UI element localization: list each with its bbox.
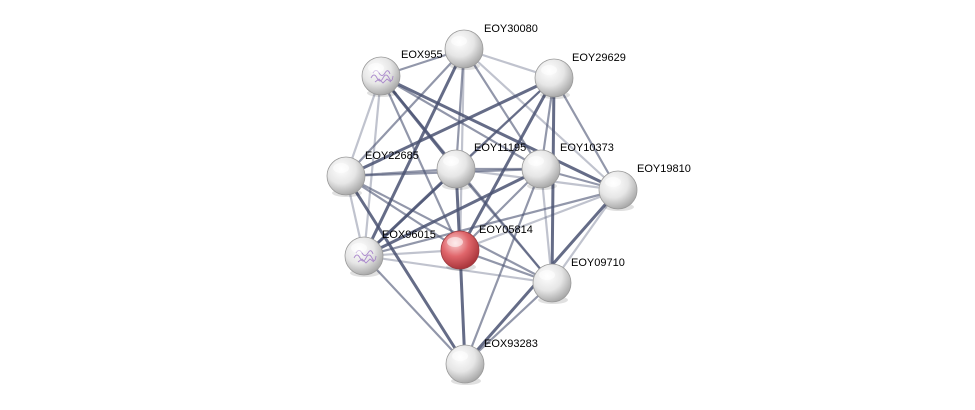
edge-eoy09710-eox93283 [463, 281, 554, 366]
node-sphere [436, 149, 476, 189]
edge-eoy30080-eox96015 [362, 47, 466, 258]
edge-eoy11195-eoy30080 [454, 47, 466, 171]
node-eoy29629[interactable]: EOY29629 [534, 52, 626, 99]
edge-eox955-eoy10373 [379, 74, 543, 171]
node-eox93283[interactable]: EOX93283 [445, 338, 538, 385]
node-sphere [534, 58, 574, 98]
edge-eox96015-eox93283 [362, 254, 467, 366]
node-sphere [532, 263, 572, 303]
edge-eoy19810-eox96015 [362, 188, 620, 258]
node-sphere [521, 149, 561, 189]
node-sphere [326, 156, 366, 196]
node-gloss [605, 177, 621, 187]
node-eox96015[interactable]: EOX96015 [344, 229, 436, 277]
edge-eoy30080-eoy10373 [462, 47, 543, 171]
node-eoy19810[interactable]: EOY19810 [598, 163, 691, 211]
node-gloss [539, 270, 555, 280]
edge-eox955-eox96015 [362, 74, 383, 258]
node-gloss [443, 156, 459, 166]
edge-eoy10373-eox96015 [362, 167, 543, 258]
node-label: EOX93283 [484, 338, 538, 350]
edge-eoy05814-eoy29629 [458, 76, 556, 252]
node-gloss [351, 243, 367, 253]
node-eoy10373[interactable]: EOY10373 [521, 142, 614, 190]
node-eoy30080[interactable]: EOY30080 [444, 23, 538, 70]
node-sphere [444, 29, 484, 69]
node-sphere [344, 236, 384, 276]
edge-eoy05814-eoy22685 [344, 174, 462, 252]
node-eoy09710[interactable]: EOY09710 [532, 257, 625, 304]
edge-eoy22685-eoy29629 [344, 76, 556, 178]
node-label: EOY19810 [637, 163, 691, 175]
edge-eoy30080-eoy19810 [462, 47, 620, 192]
node-gloss [541, 65, 557, 75]
node-eoy05814[interactable]: EOY05814 [440, 224, 533, 271]
node-sphere [445, 344, 485, 384]
node-gloss [368, 63, 384, 73]
node-gloss [452, 351, 468, 361]
edge-eoy22685-eox93283 [344, 174, 467, 366]
node-label: EOY29629 [572, 52, 626, 64]
edge-eoy05814-eox955 [379, 74, 462, 252]
node-label: EOY11195 [474, 142, 526, 154]
node-label: EOX955 [401, 49, 443, 61]
node-eoy22685[interactable]: EOY22685 [326, 150, 419, 197]
edge-eoy22685-eoy09710 [344, 174, 554, 285]
node-label: EOY05814 [479, 224, 533, 236]
node-label: EOY10373 [560, 142, 614, 154]
node-gloss [333, 163, 349, 173]
node-label: EOY09710 [571, 257, 625, 269]
node-gloss [447, 237, 463, 247]
edge-eoy22685-eoy30080 [344, 47, 466, 178]
node-label: EOY22685 [365, 150, 419, 162]
edge-eoy29629-eoy19810 [552, 76, 620, 192]
node-sphere [598, 170, 638, 210]
node-gloss [451, 36, 467, 46]
node-label: EOX96015 [382, 229, 436, 241]
node-sphere [440, 230, 480, 270]
node-gloss [528, 156, 544, 166]
edge-eox955-eoy19810 [379, 74, 620, 192]
node-eox955[interactable]: EOX955 [361, 49, 443, 97]
edge-eox96015-eoy09710 [362, 254, 554, 285]
edge-eoy10373-eox93283 [463, 167, 543, 366]
edge-eoy05814-eoy30080 [458, 47, 466, 252]
node-sphere [361, 56, 401, 96]
node-eoy11195[interactable]: EOY11195 [436, 142, 526, 190]
edge-eoy05814-eoy19810 [458, 188, 620, 252]
node-label: EOY30080 [484, 23, 538, 35]
